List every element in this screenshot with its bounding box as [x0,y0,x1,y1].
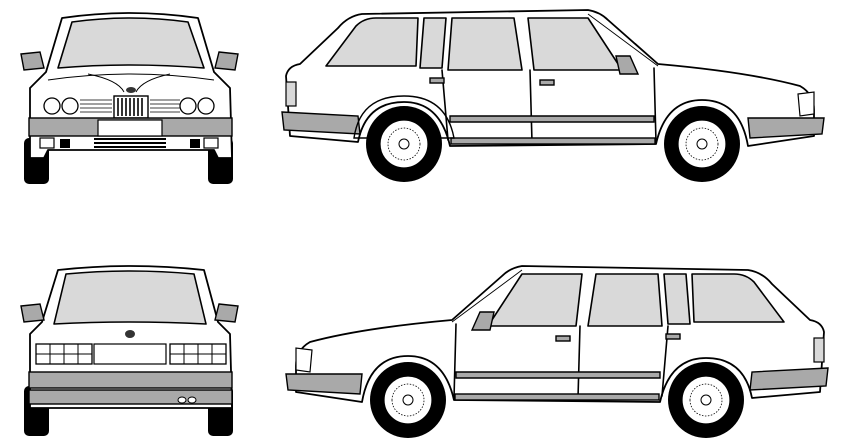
rear-bumper [28,371,233,389]
rear-view-drawing [20,265,239,436]
right-rear-door-handle [429,77,445,84]
front-kidney-grille [113,95,149,119]
rear-view [18,262,243,440]
front-headlight-left-inner [61,97,79,115]
rear-window [53,270,207,325]
left-headlight [295,347,313,373]
front-headlight-right-inner [179,97,197,115]
right-taillight [285,81,297,107]
left-side-drawing [285,265,829,438]
right-rear-quarter-window [325,17,419,67]
right-side-trim [281,111,361,135]
right-rear-door-window [447,17,523,71]
front-view-drawing [20,12,239,184]
front-badge [126,87,136,93]
right-rear-pillar-window [419,17,447,69]
right-headlight [797,91,815,117]
right-mirror [615,55,640,75]
right-rear-wheel [366,106,442,182]
front-right-mirror [214,51,239,71]
left-rear-door-window [587,273,663,327]
rear-plate [93,343,167,365]
right-front-door-handle [539,79,555,86]
right-front-wheel [664,106,740,182]
exhaust-pipe [177,396,187,404]
left-taillight [813,337,825,363]
front-left-mirror [20,51,45,71]
rear-badge [125,330,135,338]
right-side-drawing [281,9,825,182]
front-headlight-left-outer [43,97,61,115]
left-side-view [284,260,836,444]
front-windshield [57,17,205,69]
left-rear-quarter-window [691,273,785,323]
rear-right-mirror [214,303,239,323]
front-headlight-right-outer [197,97,215,115]
rear-right-taillight [169,343,227,365]
left-front-door-handle [555,335,571,342]
left-rear-pillar-window [663,273,691,325]
left-front-wheel [370,362,446,438]
left-rear-wheel [668,362,744,438]
left-mirror [470,311,495,331]
right-side-view [278,4,830,188]
front-view [18,10,243,188]
left-rear-door-handle [665,333,681,340]
front-plate [97,119,163,137]
rear-left-taillight [35,343,93,365]
rear-left-mirror [20,303,45,323]
